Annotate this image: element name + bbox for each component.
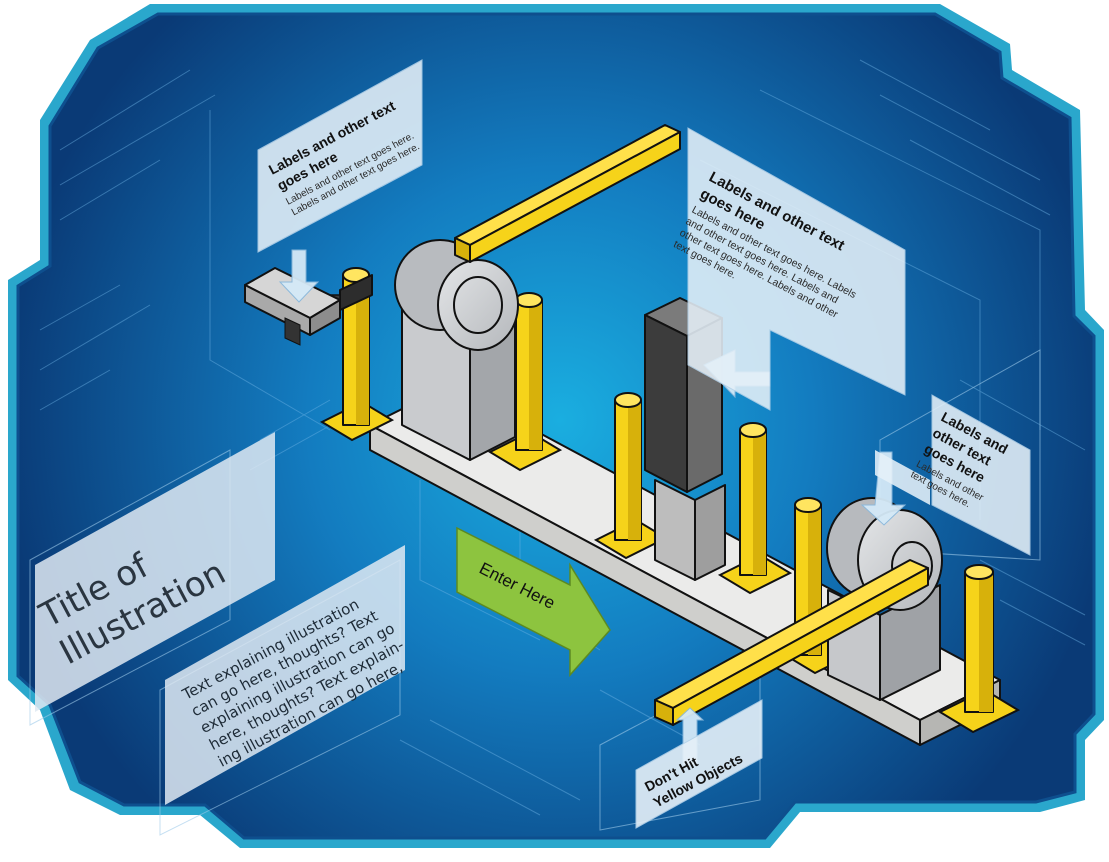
arrow-to-camera-icon <box>278 249 320 303</box>
background-lines <box>39 59 1086 816</box>
callout-camera: Labels and other text goes here Labels a… <box>257 59 423 253</box>
post-4 <box>739 422 767 576</box>
callout-kiosk: Labels and other text goes here Labels a… <box>671 127 906 411</box>
post-6 <box>964 564 994 713</box>
post-2 <box>515 292 543 451</box>
title-panel: Title of Illustration <box>33 432 275 712</box>
callout-drum: Labels and other text goes here Labels a… <box>875 394 1031 556</box>
post-3 <box>614 392 642 541</box>
boom-arm-2 <box>654 559 929 726</box>
gate-drum-1 <box>394 239 519 461</box>
boom-arm-1 <box>454 124 681 263</box>
